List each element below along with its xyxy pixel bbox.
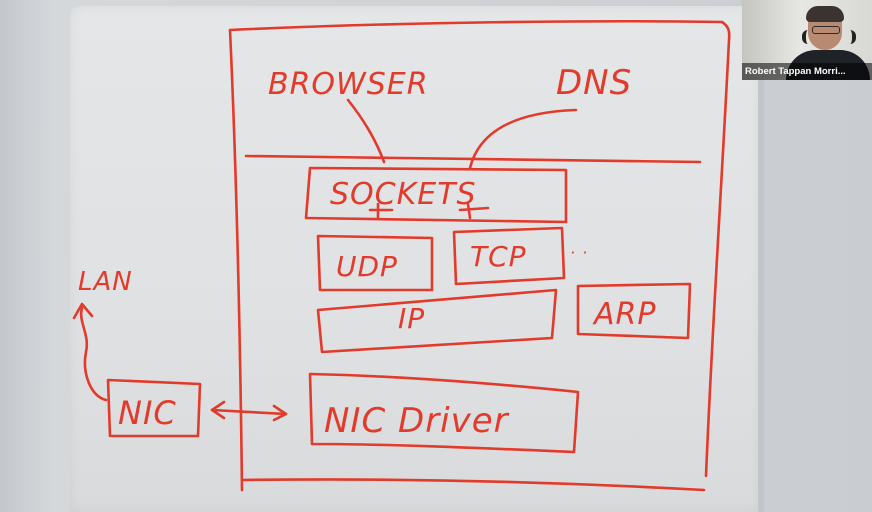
ellipsis-label: · · [570, 243, 588, 262]
whiteboard-edge [758, 6, 764, 512]
socket-mark-1 [368, 202, 394, 220]
ip-box [316, 288, 558, 354]
browser-label: BROWSER [268, 67, 429, 102]
nic-driver-arrowhead-left [210, 400, 226, 420]
nic-driver-arrow [210, 408, 288, 416]
udp-box [316, 234, 434, 292]
lan-arrowhead [72, 302, 94, 320]
dns-label: DNS [556, 63, 632, 103]
udp-label: UDP [336, 250, 398, 283]
sockets-box [304, 166, 568, 224]
computer-outline-bottom [240, 478, 706, 492]
tcp-box [452, 226, 566, 286]
tcp-label: TCP [470, 240, 527, 273]
lan-arrow [79, 306, 108, 402]
socket-mark-2 [458, 202, 490, 220]
arp-box [576, 282, 692, 340]
nic-label: NIC [118, 394, 177, 432]
nic-driver-box [308, 372, 580, 454]
sockets-label: SOCKETS [330, 177, 477, 212]
whiteboard [70, 6, 760, 512]
participant-video-tile[interactable]: Robert Tappan Morri... [742, 0, 872, 80]
headset-icon [802, 30, 856, 44]
computer-outline [228, 19, 731, 478]
nic-driver-label: NIC Driver [324, 401, 510, 441]
participant-hair [806, 6, 844, 22]
participant-name-label: Robert Tappan Morri... [742, 63, 872, 80]
participant-glasses [812, 26, 840, 34]
nic-box [106, 378, 202, 438]
ip-label: IP [398, 302, 425, 335]
arp-label: ARP [592, 297, 656, 332]
lan-label: LAN [78, 267, 133, 297]
nic-driver-arrowhead-right [272, 404, 288, 422]
kernel-boundary-line [244, 154, 702, 164]
dns-arrow [468, 108, 578, 170]
computer-outline-left [228, 28, 244, 492]
browser-arrow [346, 98, 386, 164]
